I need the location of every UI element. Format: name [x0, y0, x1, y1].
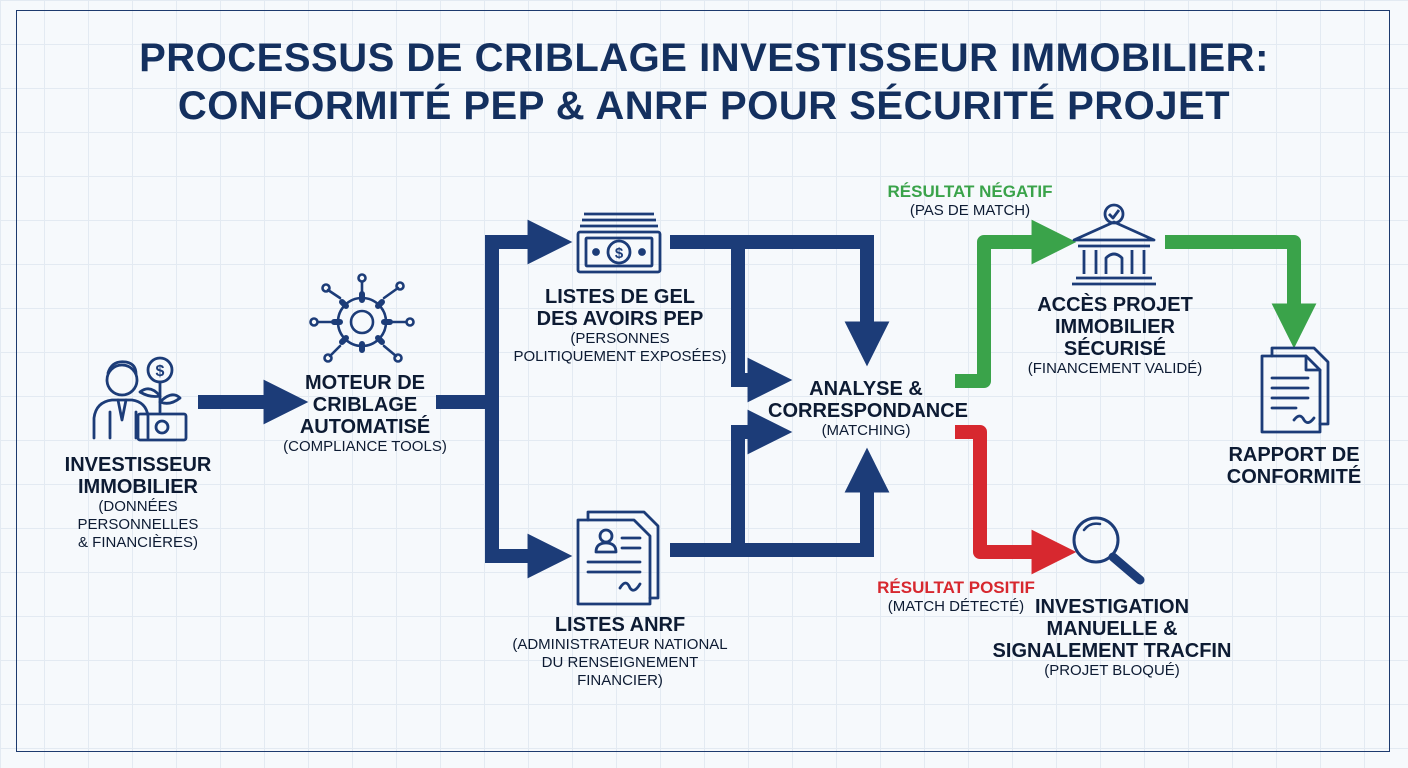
analysis-node: ANALYSE & CORRESPONDANCE (MATCHING)	[768, 378, 969, 440]
analysis-title-2: CORRESPONDANCE	[768, 400, 969, 422]
positive-result-label: RÉSULTAT POSITIF (MATCH DÉTECTÉ)	[866, 578, 1046, 616]
title-line-1: PROCESSUS DE CRIBLAGE INVESTISSEUR IMMOB…	[139, 36, 1269, 80]
report-title-2: CONFORMITÉ	[1226, 466, 1362, 488]
page-title: PROCESSUS DE CRIBLAGE INVESTISSEUR IMMOB…	[0, 34, 1408, 130]
pep-title-2: DES AVOIRS PEP	[536, 308, 704, 330]
report-title-1: RAPPORT DE	[1228, 444, 1360, 466]
investor-subtitle-1: (DONNÉES PERSONNELLES	[77, 498, 199, 533]
investor-subtitle-2: & FINANCIÈRES)	[77, 534, 198, 551]
access-subtitle: (FINANCEMENT VALIDÉ)	[1027, 360, 1203, 377]
arrow-anrf-to-analysis-bottom	[670, 447, 890, 557]
investigation-title-1: INVESTIGATION	[1034, 596, 1190, 618]
engine-node: MOTEUR DE CRIBLAGE AUTOMATISÉ (COMPLIANC…	[270, 372, 460, 456]
arrow-negative-to-access	[955, 219, 1077, 388]
investigation-title-2: MANUELLE &	[1046, 618, 1178, 640]
bank-building-icon	[1072, 203, 1156, 286]
report-node: RAPPORT DE CONFORMITÉ	[1214, 444, 1374, 488]
engine-subtitle: (COMPLIANCE TOOLS)	[283, 438, 447, 455]
gear-circuit-icon	[309, 273, 415, 363]
positive-result-title: RÉSULTAT POSITIF	[877, 578, 1035, 597]
id-document-icon	[576, 510, 660, 606]
magnifier-icon	[1072, 516, 1145, 585]
access-node: ACCÈS PROJET IMMOBILIER SÉCURISÉ (FINANC…	[1010, 294, 1220, 378]
access-title-3: SÉCURISÉ	[1063, 338, 1167, 360]
investigation-subtitle: (PROJET BLOQUÉ)	[1044, 662, 1180, 679]
title-line-2: CONFORMITÉ PEP & ANRF POUR SÉCURITÉ PROJ…	[177, 84, 1231, 128]
positive-result-subtitle: (MATCH DÉTECTÉ)	[887, 598, 1025, 615]
anrf-subtitle-3: FINANCIER)	[577, 672, 663, 689]
arrow-split-to-anrf	[485, 402, 573, 579]
negative-result-subtitle: (PAS DE MATCH)	[909, 202, 1031, 219]
arrow-access-to-report	[1165, 235, 1317, 349]
anrf-node: LISTES ANRF (ADMINISTRATEUR NATIONAL DU …	[510, 614, 730, 690]
diagram-frame	[16, 10, 1390, 752]
svg-text:$: $	[156, 363, 165, 380]
access-title-2: IMMOBILIER	[1055, 316, 1175, 338]
investigation-node: INVESTIGATION MANUELLE & SIGNALEMENT TRA…	[990, 596, 1234, 680]
pep-subtitle-2: POLITIQUEMENT EXPOSÉES)	[513, 348, 727, 365]
report-document-icon	[1260, 346, 1330, 434]
svg-text:$: $	[615, 245, 624, 262]
analysis-title-1: ANALYSE &	[809, 378, 923, 400]
investor-title-1: INVESTISSEUR	[64, 454, 212, 476]
arrow-split-to-pep	[485, 219, 573, 402]
arrow-positive-to-investigation	[955, 425, 1077, 575]
analysis-subtitle: (MATCHING)	[821, 422, 911, 439]
banknote-stack-icon: $	[576, 212, 662, 274]
arrow-pep-to-analysis-left	[731, 242, 793, 403]
investor-title-2: IMMOBILIER	[78, 476, 198, 498]
engine-title-3: AUTOMATISÉ	[299, 416, 431, 438]
arrow-anrf-to-analysis-left	[731, 409, 793, 550]
pep-title-1: LISTES DE GEL	[544, 286, 696, 308]
pep-subtitle-1: (PERSONNES	[570, 330, 670, 347]
investor-money-plant-icon: $	[92, 356, 188, 442]
engine-title-1: MOTEUR DE	[305, 372, 425, 394]
anrf-subtitle-2: DU RENSEIGNEMENT	[541, 654, 699, 671]
negative-result-label: RÉSULTAT NÉGATIF (PAS DE MATCH)	[880, 182, 1060, 220]
anrf-subtitle-1: (ADMINISTRATEUR NATIONAL	[512, 636, 728, 653]
engine-title-2: CRIBLAGE	[312, 394, 418, 416]
investor-node: INVESTISSEUR IMMOBILIER (DONNÉES PERSONN…	[40, 454, 236, 552]
pep-node: LISTES DE GEL DES AVOIRS PEP (PERSONNES …	[510, 286, 730, 366]
access-title-1: ACCÈS PROJET	[1037, 294, 1193, 316]
investigation-title-3: SIGNALEMENT TRACFIN	[992, 640, 1232, 662]
negative-result-title: RÉSULTAT NÉGATIF	[887, 182, 1053, 201]
anrf-title: LISTES ANRF	[554, 614, 686, 636]
